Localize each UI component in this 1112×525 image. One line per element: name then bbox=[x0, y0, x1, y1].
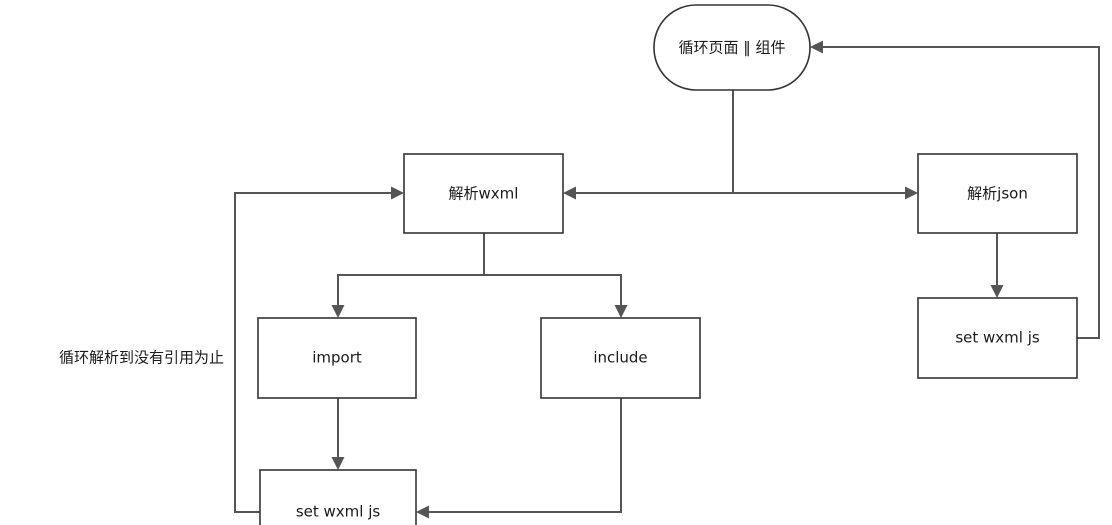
node-set-wxml-js-left-label: set wxml js bbox=[296, 503, 381, 521]
edges bbox=[234, 40, 1100, 519]
node-loop-pages-label: 循环页面 ‖ 组件 bbox=[678, 39, 785, 57]
arrowhead-parse-json bbox=[905, 186, 918, 200]
arrowhead-set-right bbox=[990, 285, 1004, 298]
node-import-label: import bbox=[312, 349, 362, 367]
edge-set-loop-back bbox=[234, 192, 392, 513]
edge-split-to-import bbox=[337, 274, 484, 307]
edge-set-right-to-loop bbox=[822, 46, 1100, 339]
loop-annotation: 循环解析到没有引用为止 bbox=[59, 349, 224, 367]
node-set-wxml-js-right: set wxml js bbox=[917, 297, 1078, 379]
node-parse-json-label: 解析json bbox=[967, 185, 1028, 203]
node-parse-json: 解析json bbox=[917, 153, 1078, 234]
node-loop-pages: 循环页面 ‖ 组件 bbox=[653, 4, 811, 91]
node-parse-wxml: 解析wxml bbox=[403, 153, 564, 234]
arrowhead-set-left-right bbox=[416, 505, 429, 519]
arrowhead-import bbox=[331, 305, 345, 318]
node-import: import bbox=[257, 317, 417, 399]
edge-include-to-set bbox=[428, 398, 622, 513]
node-set-wxml-js-left: set wxml js bbox=[259, 469, 417, 525]
arrowhead-set-left-top bbox=[331, 457, 345, 470]
node-parse-wxml-label: 解析wxml bbox=[449, 185, 519, 203]
node-set-wxml-js-right-label: set wxml js bbox=[955, 329, 1040, 347]
node-include: include bbox=[540, 317, 701, 399]
node-include-label: include bbox=[593, 349, 647, 367]
arrowhead-include bbox=[614, 305, 628, 318]
edge-split-to-include bbox=[484, 274, 622, 307]
arrowhead-parse-wxml-left bbox=[391, 186, 404, 200]
arrowhead-loop-pages bbox=[810, 40, 823, 54]
arrowhead-parse-wxml-right bbox=[563, 186, 576, 200]
